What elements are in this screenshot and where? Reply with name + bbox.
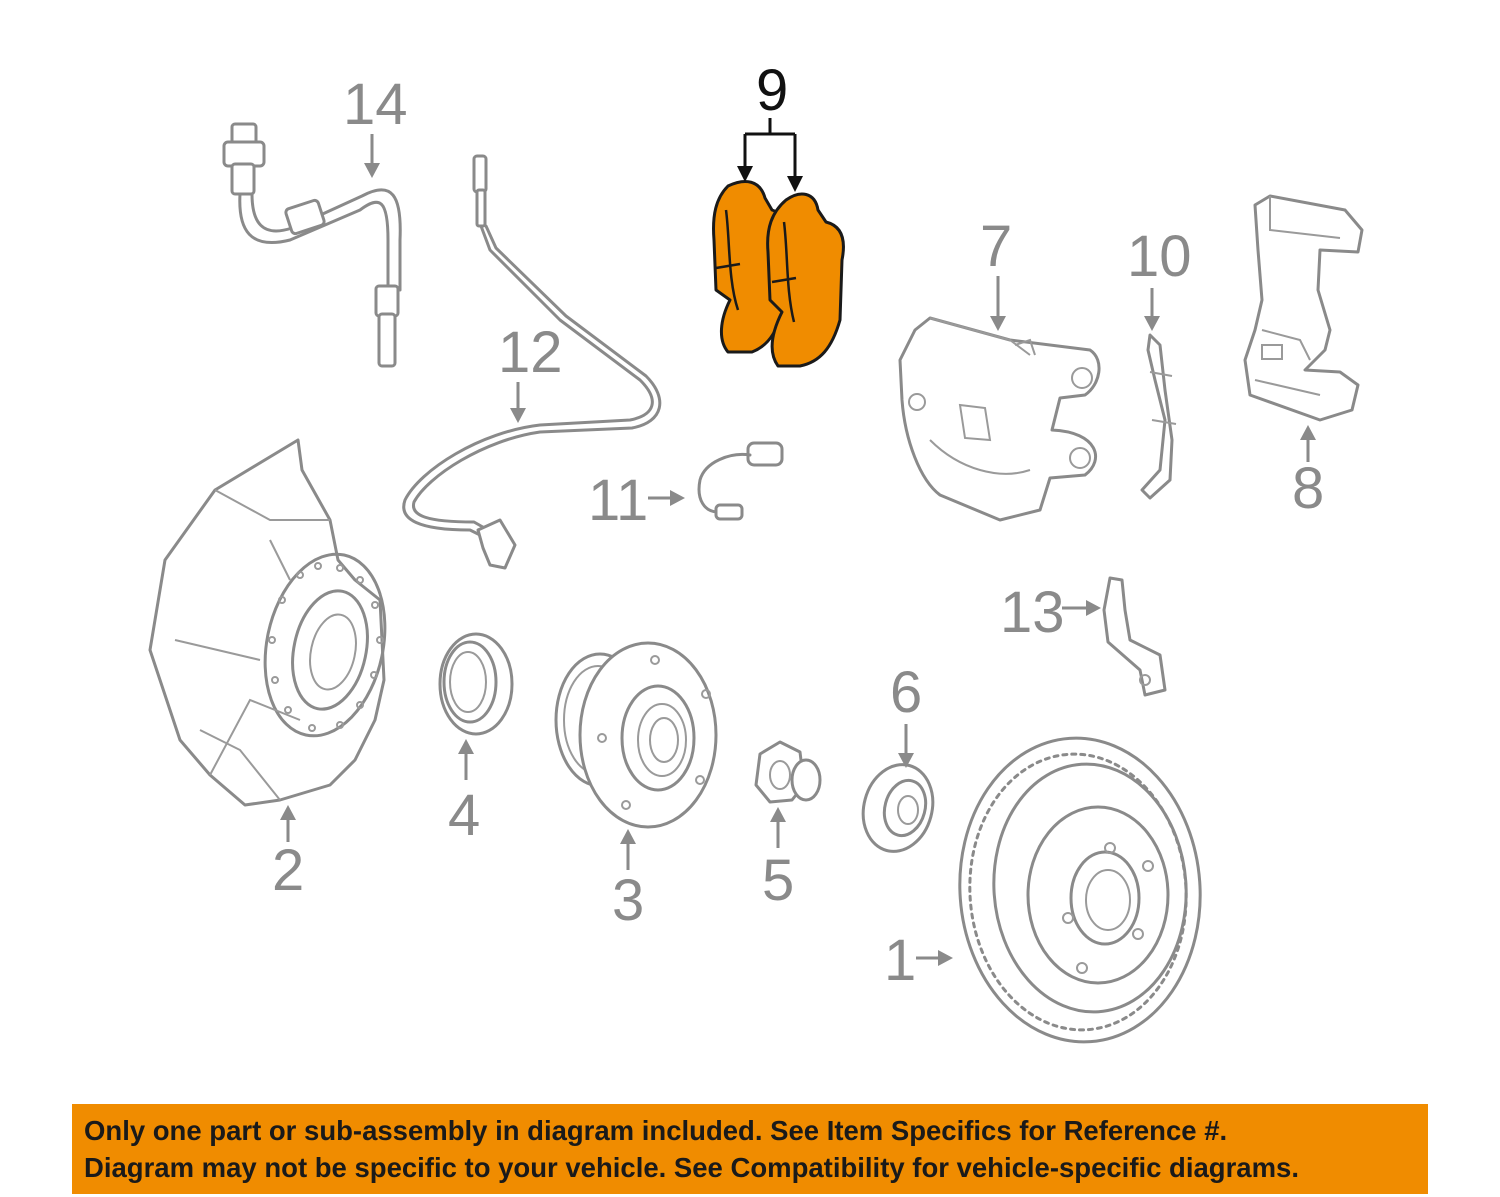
- callout-10: 10: [1127, 224, 1192, 289]
- callout-9: 9: [756, 58, 788, 123]
- arrow-4: [458, 739, 474, 780]
- callout-8: 8: [1292, 456, 1324, 521]
- arrow-13: [1062, 600, 1101, 616]
- arrow-8: [1300, 425, 1316, 462]
- part-4-seal: [438, 632, 514, 736]
- bolt-holes: [268, 562, 384, 732]
- callout-7: 7: [980, 214, 1012, 279]
- part-13-bracket: [1102, 576, 1167, 697]
- arrow-3: [620, 829, 636, 870]
- arrow-5: [770, 807, 786, 848]
- part-2-knuckle-shield: [148, 438, 387, 807]
- callout-6: 6: [890, 660, 922, 725]
- part-8-caliper-bracket: [1243, 194, 1364, 422]
- part-5-hub-nut: [754, 740, 822, 804]
- callout-11: 11: [588, 468, 648, 533]
- callout-3: 3: [612, 868, 644, 933]
- part-14-brake-hose: [222, 122, 402, 368]
- part-9-brake-pads: [712, 180, 845, 368]
- callout-13: 13: [1000, 580, 1065, 645]
- callout-12: 12: [498, 320, 563, 385]
- part-12-abs-sensor: [402, 154, 662, 570]
- arrow-14: [364, 134, 380, 178]
- callout-14: 14: [343, 72, 408, 137]
- arrow-7: [990, 276, 1006, 331]
- arrow-11: [648, 490, 685, 506]
- part-11-wear-sensor: [697, 441, 784, 521]
- part-1-brake-rotor: [958, 736, 1202, 1044]
- callout-5: 5: [762, 848, 794, 913]
- part-6-dust-cap: [861, 763, 935, 853]
- arrow-1: [916, 950, 953, 966]
- arrow-10: [1144, 288, 1160, 331]
- callout-4: 4: [448, 783, 480, 848]
- notice-banner: Only one part or sub-assembly in diagram…: [72, 1104, 1428, 1194]
- arrow-12: [510, 382, 526, 423]
- notice-line-2: Diagram may not be specific to your vehi…: [84, 1152, 1299, 1183]
- part-7-caliper: [898, 316, 1101, 522]
- callout-1: 1: [884, 928, 916, 993]
- part-10-spring-clip: [1140, 333, 1177, 500]
- notice-line-1: Only one part or sub-assembly in diagram…: [84, 1115, 1228, 1146]
- arrow-6: [898, 724, 914, 768]
- callout-2: 2: [272, 838, 304, 903]
- arrow-9: [737, 118, 803, 192]
- part-3-wheel-hub: [554, 641, 718, 829]
- arrow-2: [280, 805, 296, 842]
